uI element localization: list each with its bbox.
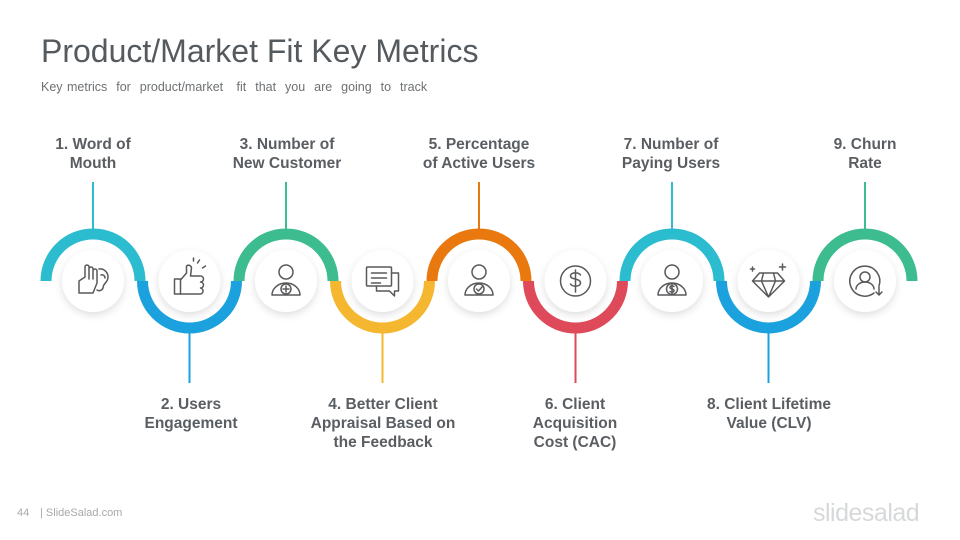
step-label-2: 2. Users Engagement	[144, 396, 238, 432]
step-4	[330, 250, 435, 383]
step-label-8: 8. Client Lifetime Value (CLV)	[706, 396, 832, 432]
step-label-5: 5. Percentage of Active Users	[422, 136, 536, 172]
diamond-icon	[749, 263, 787, 298]
step-icon-circle	[158, 250, 221, 312]
step-1	[40, 182, 146, 312]
step-3	[233, 182, 339, 312]
step-icon-circle	[448, 250, 510, 312]
user-churn-icon	[849, 265, 883, 297]
step-icon-circle	[351, 250, 414, 312]
step-6	[523, 250, 628, 383]
step-label-6: 6. Client Acquisition Cost (CAC)	[532, 396, 618, 451]
dollar-circle-icon	[559, 265, 592, 297]
thumbs-up-icon	[173, 257, 207, 295]
step-label-3: 3. Number of New Customer	[232, 136, 342, 172]
user-dollar-icon	[657, 264, 687, 296]
step-icon-circle	[62, 250, 124, 312]
step-icon-circle	[641, 250, 703, 312]
hand-ear-icon	[78, 264, 109, 294]
feedback-chat-icon	[365, 266, 400, 297]
step-icon-circle	[834, 250, 896, 312]
page-title: Product/Market Fit Key Metrics	[41, 33, 479, 69]
step-label-4: 4. Better Client Appraisal Based on the …	[310, 396, 456, 451]
page-number: 44	[17, 507, 30, 519]
step-label-7: 7. Number of Paying Users	[621, 136, 721, 172]
step-5	[426, 182, 532, 312]
step-label-1: 1. Word of Mouth	[55, 136, 131, 172]
step-8	[716, 250, 821, 383]
footer-source: | SlideSalad.com	[40, 507, 123, 519]
user-check-icon	[464, 264, 494, 296]
brand-logo: slidesalad	[813, 499, 920, 527]
page-subtitle: Key metrics for product/market fit that …	[41, 80, 428, 94]
step-7	[619, 182, 725, 312]
step-label-9: 9. Churn Rate	[833, 136, 897, 172]
step-icon-circle	[255, 250, 317, 312]
step-9	[812, 182, 918, 312]
user-add-icon	[271, 264, 301, 296]
step-2	[137, 250, 242, 383]
